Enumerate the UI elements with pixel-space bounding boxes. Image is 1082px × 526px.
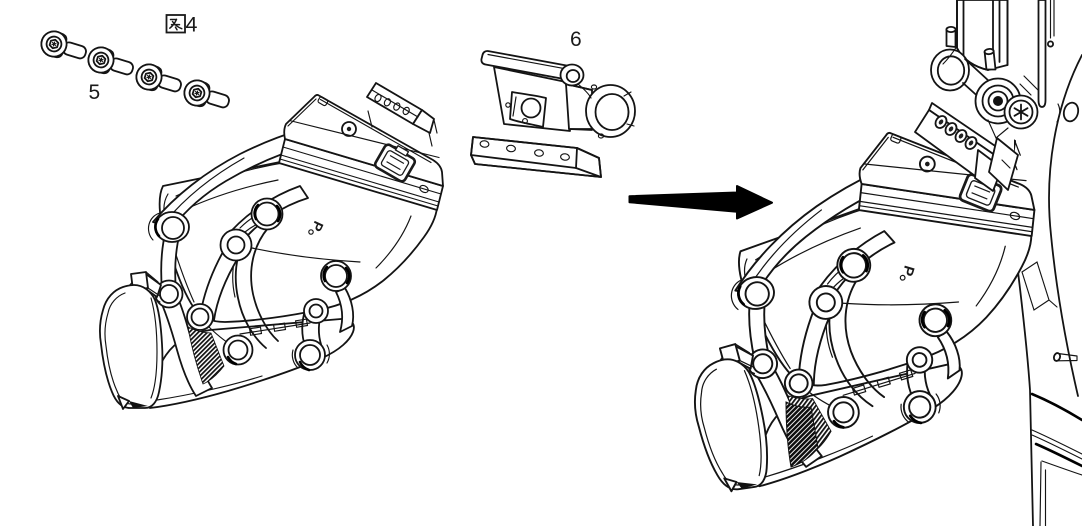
svg-text:6: 6 [570,28,582,51]
svg-text:5: 5 [89,81,101,104]
svg-text:4: 4 [186,13,198,37]
